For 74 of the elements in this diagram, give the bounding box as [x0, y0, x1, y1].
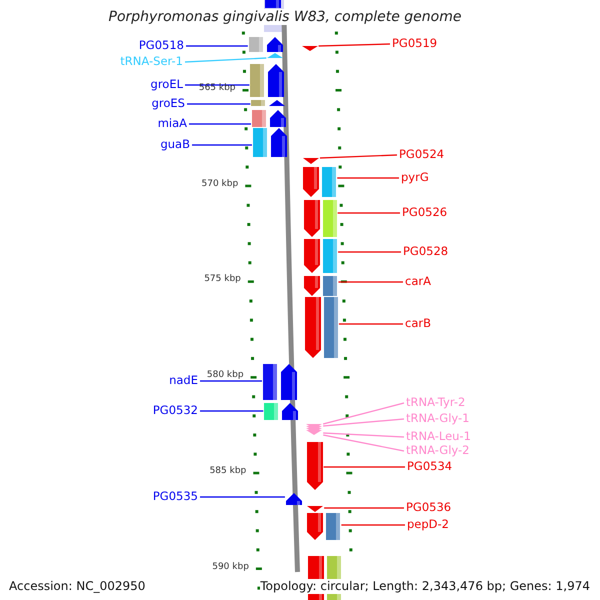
gene-block: [250, 64, 284, 97]
leader-line: [341, 524, 405, 526]
gene-label: tRNA-Leu-1: [406, 429, 471, 443]
gene-label: tRNA-Gly-2: [406, 443, 470, 457]
leader-line: [338, 251, 401, 253]
gene-label: nadE: [169, 373, 198, 387]
leader-line: [338, 323, 403, 325]
gene-block: [304, 200, 337, 237]
leader-line: [185, 84, 250, 86]
gene-label: miaA: [158, 116, 187, 130]
gene-label: PG0535: [152, 489, 198, 503]
gene-label: PG0519: [392, 36, 438, 50]
gene-block: [304, 297, 338, 358]
leader-line: [189, 123, 251, 125]
leader-line: [323, 432, 404, 438]
gene-label: tRNA-Gly-1: [406, 411, 470, 425]
gene-label: tRNA-Tyr-2: [406, 395, 466, 409]
leader-line: [322, 402, 404, 425]
leader-line: [337, 177, 399, 179]
gene-label: guaB: [160, 137, 190, 151]
leader-line: [200, 410, 264, 412]
gene-label: groEL: [150, 77, 183, 91]
leader-line: [318, 43, 390, 47]
scale-label: 580 kbp: [206, 370, 244, 382]
gene-label: groES: [152, 96, 185, 110]
leader-line: [324, 507, 404, 509]
scale-label: 575 kbp: [204, 274, 241, 286]
gene-label: carA: [405, 274, 431, 288]
gene-block: [303, 167, 336, 197]
leader-line: [192, 144, 252, 146]
leader-line: [187, 103, 250, 105]
leader-line: [200, 380, 262, 382]
scale-label: 585 kbp: [210, 466, 246, 477]
scale-label: 590 kbp: [212, 562, 249, 572]
gene-label: pepD-2: [407, 517, 449, 531]
leader-line: [200, 496, 285, 498]
leader-line: [184, 57, 266, 63]
scale-label: 565 kbp: [198, 83, 236, 94]
gene-block: [265, 0, 282, 8]
leader-line: [320, 154, 398, 159]
gene-block: [302, 46, 318, 51]
genome-summary-text: Topology: circular; Length: 2,343,476 bp; Genes: 1,974: [260, 579, 590, 594]
gene-label: PG0528: [403, 244, 448, 258]
gene-block: [286, 493, 302, 505]
gene-block: [304, 239, 338, 273]
leader-line: [323, 434, 404, 452]
gene-label: tRNA-Ser-1: [120, 54, 183, 68]
gene-block: [306, 430, 322, 435]
gene-block: [251, 100, 286, 106]
leader-line: [186, 45, 248, 47]
gene-label: carB: [405, 316, 431, 330]
scale-label: 570 kbp: [202, 178, 238, 190]
gene-block: [252, 128, 287, 157]
gene-block: [252, 110, 286, 127]
gene-label: PG0524: [399, 147, 444, 161]
gene-block: [264, 403, 298, 420]
accession-text: Accession: NC_002950: [9, 579, 146, 594]
gene-block: [306, 442, 323, 490]
gene-label: PG0536: [406, 500, 452, 514]
leader-line: [323, 418, 404, 427]
gene-block: [263, 364, 298, 400]
gene-block: [307, 513, 340, 540]
gene-label: PG0518: [138, 38, 184, 52]
leader-line: [324, 466, 405, 468]
gene-label: PG0532: [152, 403, 198, 417]
gene-block: [304, 276, 338, 296]
leader-line: [338, 281, 403, 283]
gene-label: PG0534: [407, 459, 452, 473]
gene-label: PG0526: [402, 205, 448, 219]
diagram-title: Porphyromonas gingivalis W83, complete genome: [106, 9, 464, 25]
gene-label: pyrG: [401, 170, 429, 184]
gene-block: [248, 37, 283, 52]
gene-block: [302, 158, 319, 164]
leader-line: [338, 212, 400, 214]
